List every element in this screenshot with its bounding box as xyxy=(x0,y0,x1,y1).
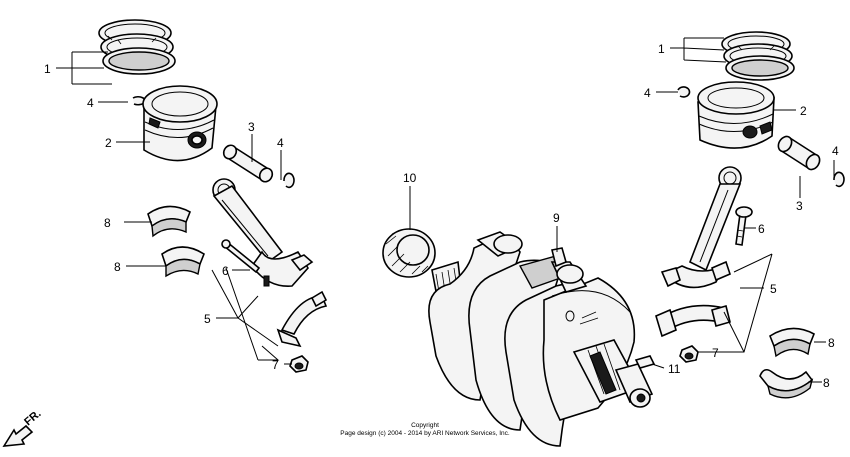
callout-right-6: 6 xyxy=(758,222,765,236)
front-direction-label: FR. xyxy=(22,408,43,429)
left-bearing-8b xyxy=(161,246,205,278)
left-bearing-8a xyxy=(147,205,192,238)
right-rod-nut-7 xyxy=(679,345,699,363)
right-piston-clip-4 xyxy=(677,86,691,98)
callout-right-7: 7 xyxy=(712,346,719,360)
right-rod-cap xyxy=(655,304,731,338)
left-rod-bolt-6 xyxy=(221,239,261,274)
callout-left-2: 2 xyxy=(105,136,112,150)
right-piston xyxy=(697,81,775,149)
left-connecting-rod xyxy=(212,178,314,287)
callout-left-4a: 4 xyxy=(87,96,94,110)
front-direction-arrow-icon xyxy=(2,424,34,447)
left-piston-pin-3 xyxy=(222,144,274,183)
right-piston-clip-4b xyxy=(833,171,845,188)
crank-pin-9 xyxy=(551,247,567,268)
callout-left-3: 3 xyxy=(248,120,255,134)
right-bearing-8b xyxy=(759,368,814,399)
right-rod-bolt-6 xyxy=(735,206,753,246)
callout-left-4b: 4 xyxy=(277,136,284,150)
callout-left-5: 5 xyxy=(204,312,211,326)
crank-key-11 xyxy=(634,355,656,369)
callout-center-10: 10 xyxy=(403,171,417,185)
crankshaft xyxy=(428,231,654,447)
left-rod-cap xyxy=(276,290,328,348)
left-piston xyxy=(142,85,218,162)
leader-lines xyxy=(56,37,835,383)
right-bearing-8a xyxy=(769,327,816,358)
callout-left-8b: 8 xyxy=(114,260,121,274)
crank-gear-10 xyxy=(382,228,436,278)
callout-center-9: 9 xyxy=(553,211,560,225)
callout-right-4a: 4 xyxy=(644,86,651,100)
left-piston-rings xyxy=(98,19,176,75)
callout-right-4b: 4 xyxy=(832,144,839,158)
copyright-label: Copyright xyxy=(411,422,439,429)
callout-left-1: 1 xyxy=(44,62,51,76)
callout-right-8a: 8 xyxy=(828,336,835,350)
right-connecting-rod xyxy=(660,166,742,289)
callout-right-1: 1 xyxy=(658,42,665,56)
callout-right-5: 5 xyxy=(770,282,777,296)
copyright-notice: Page design (c) 2004 - 2014 by ARI Netwo… xyxy=(340,430,510,437)
callout-right-8b: 8 xyxy=(823,376,830,390)
callout-right-3: 3 xyxy=(796,199,803,213)
callout-left-8a: 8 xyxy=(104,216,111,230)
callout-right-2: 2 xyxy=(800,104,807,118)
callout-left-6: 6 xyxy=(222,264,229,278)
callout-left-7: 7 xyxy=(272,358,279,372)
right-piston-pin-3 xyxy=(777,135,821,171)
left-piston-clip-4b xyxy=(283,172,295,189)
left-rod-nut-7 xyxy=(289,355,309,373)
right-piston-rings xyxy=(721,31,795,81)
callout-center-11: 11 xyxy=(668,362,681,376)
